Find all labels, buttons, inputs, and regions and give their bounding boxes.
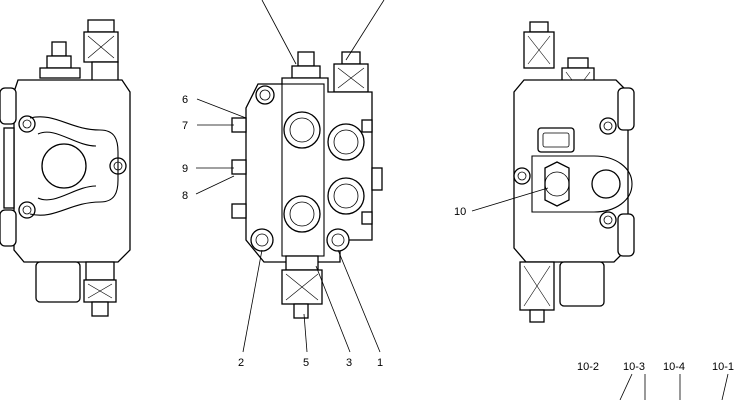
callout-10-3: 10-3 [623,361,645,373]
callout-2: 2 [238,357,244,369]
callout-10-4: 10-4 [663,361,685,373]
callout-9: 9 [182,163,188,175]
callout-7: 7 [182,120,188,132]
callout-3: 3 [346,357,352,369]
callout-1: 1 [377,357,383,369]
center-front-view [231,51,383,319]
callout-8: 8 [182,190,188,202]
leader-lines [195,0,729,400]
left-side-view [0,19,131,317]
callout-5: 5 [303,357,309,369]
callout-10-2: 10-2 [577,361,599,373]
callout-6: 6 [182,94,188,106]
callout-10-1: 10-1 [712,361,734,373]
callout-10: 10 [454,206,466,218]
callout-labels: 6 7 9 8 2 5 3 1 10 10-2 10-3 10-4 10-1 [182,94,734,373]
right-side-view [513,21,635,323]
